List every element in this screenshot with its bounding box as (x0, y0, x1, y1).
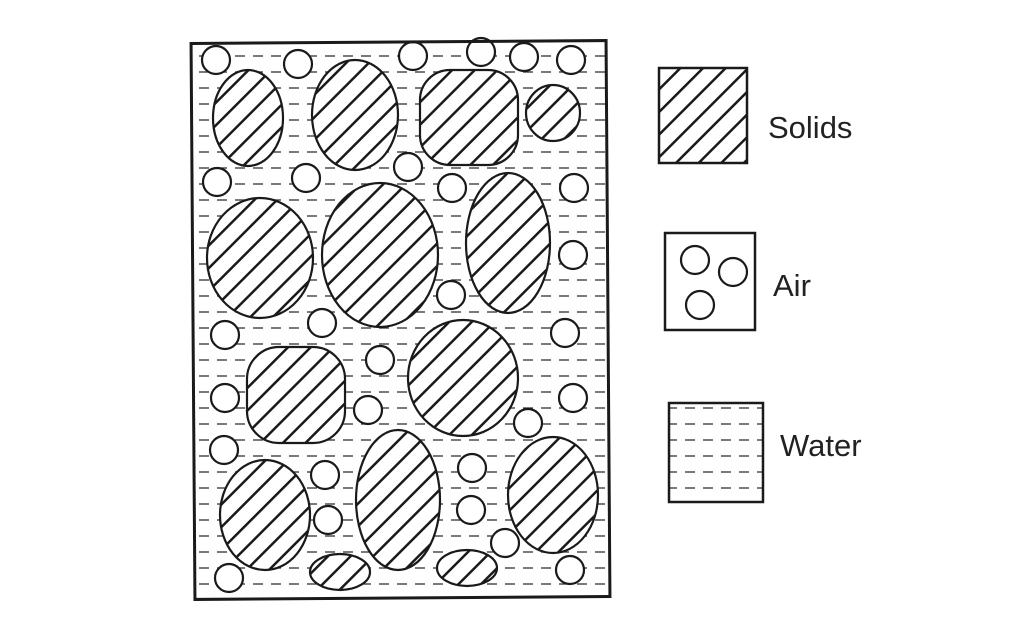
air-pocket (555, 44, 587, 76)
air-pocket (508, 41, 540, 73)
solid-particle (524, 83, 582, 143)
air-pocket (209, 319, 241, 351)
air-pocket (290, 162, 322, 194)
soil-sample-box (189, 36, 612, 601)
air-pocket (309, 459, 341, 491)
air-pocket (465, 36, 497, 68)
air-pocket (306, 307, 338, 339)
air-pocket (312, 504, 344, 536)
solid-particle (320, 181, 440, 329)
legend-air-swatch (663, 231, 757, 332)
air-pocket (436, 172, 468, 204)
air-pocket (200, 44, 232, 76)
solid-particle (245, 345, 347, 445)
solid-particle (418, 68, 520, 167)
air-pocket (282, 48, 314, 80)
solid-particle (506, 435, 600, 555)
air-pocket (557, 239, 589, 271)
air-pocket (557, 382, 589, 414)
air-pocket (201, 166, 233, 198)
solid-particle (354, 428, 442, 572)
solid-particle (308, 552, 372, 592)
air-pocket (208, 434, 240, 466)
air-pocket (209, 382, 241, 414)
legend: Solids Air Water (657, 66, 862, 504)
air-pocket (512, 407, 544, 439)
air-pocket (489, 527, 521, 559)
legend-solids-label: Solids (768, 110, 852, 145)
solid-particle (310, 58, 400, 172)
air-pocket (392, 151, 424, 183)
air-pocket (549, 317, 581, 349)
air-pocket (352, 394, 384, 426)
air-pocket (456, 452, 488, 484)
air-pocket (213, 562, 245, 594)
solid-particle (464, 171, 552, 315)
air-pocket (554, 554, 586, 586)
air-pocket (558, 172, 590, 204)
solid-particle (435, 548, 499, 588)
air-pocket (397, 40, 429, 72)
legend-water-swatch (667, 401, 765, 504)
solid-particle (211, 68, 285, 168)
solid-particle (205, 196, 315, 320)
legend-water-label: Water (780, 428, 862, 463)
air-pocket (455, 494, 487, 526)
sample-border (189, 39, 612, 601)
solid-particle (218, 458, 312, 572)
air-pocket (364, 344, 396, 376)
legend-solids-swatch (657, 66, 749, 165)
solid-particle (406, 318, 520, 438)
air-pocket (435, 279, 467, 311)
legend-air-label: Air (773, 268, 811, 303)
